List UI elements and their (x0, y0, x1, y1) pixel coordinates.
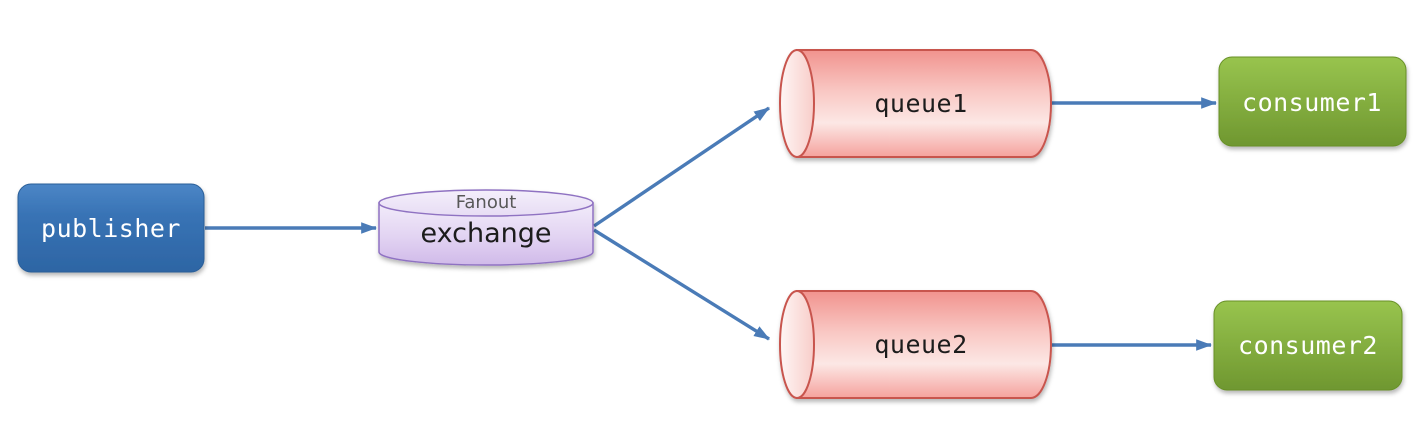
edges-layer (205, 97, 1218, 351)
publisher-node: publisher (17, 183, 205, 273)
consumer2-node: consumer2 (1213, 300, 1403, 391)
publisher-label: publisher (41, 214, 181, 243)
queue2-label: queue2 (874, 330, 967, 359)
queue1-cylinder-body (796, 49, 1052, 158)
queue2-cylinder-cap (779, 290, 815, 399)
consumer2-label: consumer2 (1238, 331, 1378, 360)
exchange-cylinder-top (378, 189, 594, 217)
queue1-cylinder-cap (779, 49, 815, 158)
arrow-exchange-to-queue1 (593, 106, 770, 228)
consumer1-node: consumer1 (1218, 56, 1407, 147)
queue2-cylinder-body (796, 290, 1052, 399)
exchange-node: Fanout exchange (378, 189, 594, 266)
queue1-label: queue1 (874, 89, 967, 118)
consumer1-box (1218, 56, 1407, 147)
consumer1-label: consumer1 (1242, 88, 1382, 117)
publisher-box (17, 183, 205, 273)
consumer2-box (1213, 300, 1403, 391)
exchange-cylinder-body (378, 202, 594, 266)
queue2-node: queue2 (779, 290, 1052, 399)
arrow-exchange-to-queue2 (593, 228, 770, 341)
exchange-type-label: Fanout (456, 192, 517, 213)
queue1-node: queue1 (779, 49, 1052, 158)
exchange-label: exchange (420, 218, 551, 249)
